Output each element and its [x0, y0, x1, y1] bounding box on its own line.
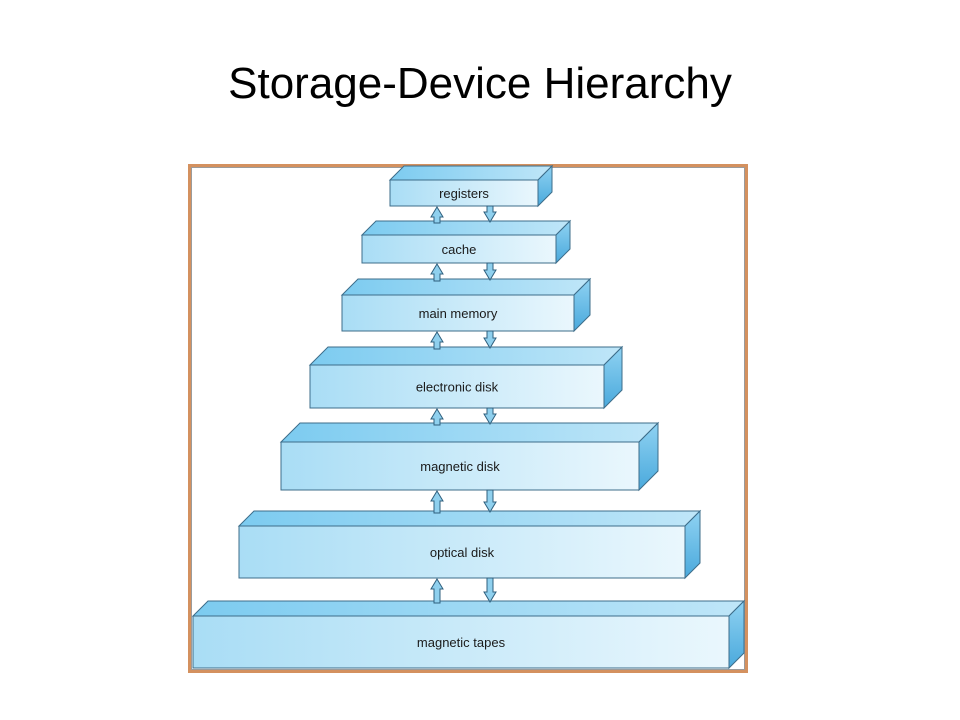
up-arrow-icon	[430, 206, 444, 224]
level-label: registers	[439, 186, 489, 201]
block-front-face	[361, 234, 557, 264]
up-arrow-icon	[430, 408, 444, 426]
block-top-face	[308, 346, 624, 366]
level-label: electronic disk	[416, 380, 499, 395]
block-top-face	[388, 165, 554, 181]
block-top-face	[360, 220, 572, 236]
block-front-face	[280, 441, 640, 491]
block-top-face	[191, 600, 746, 617]
block-front-face	[192, 615, 730, 669]
level-block-cache: cache	[360, 219, 572, 265]
block-front-face	[341, 294, 575, 332]
level-block-main-memory: main memory	[340, 277, 592, 333]
down-arrow-icon	[483, 407, 497, 425]
level-block-magnetic-tapes: magnetic tapes	[191, 599, 746, 670]
level-label: magnetic disk	[420, 459, 500, 474]
level-block-electronic-disk: electronic disk	[308, 345, 624, 410]
slide-title: Storage-Device Hierarchy	[228, 59, 732, 108]
level-block-registers: registers	[388, 164, 554, 208]
up-arrow-icon	[430, 490, 444, 514]
block-front-face	[238, 525, 686, 579]
up-arrow-icon	[430, 578, 444, 604]
down-arrow-icon	[483, 262, 497, 281]
level-label: cache	[442, 242, 477, 257]
block-top-face	[279, 422, 660, 443]
down-arrow-icon	[483, 330, 497, 349]
down-arrow-icon	[483, 577, 497, 603]
down-arrow-icon	[483, 489, 497, 513]
level-label: main memory	[419, 306, 498, 321]
block-top-face	[340, 278, 592, 296]
block-front-face	[309, 364, 605, 409]
level-label: magnetic tapes	[417, 635, 506, 650]
block-top-face	[237, 510, 702, 527]
level-block-magnetic-disk: magnetic disk	[279, 421, 660, 492]
up-arrow-icon	[430, 263, 444, 282]
block-front-face	[389, 179, 539, 207]
up-arrow-icon	[430, 331, 444, 350]
level-label: optical disk	[430, 545, 495, 560]
level-block-optical-disk: optical disk	[237, 509, 702, 580]
down-arrow-icon	[483, 205, 497, 223]
